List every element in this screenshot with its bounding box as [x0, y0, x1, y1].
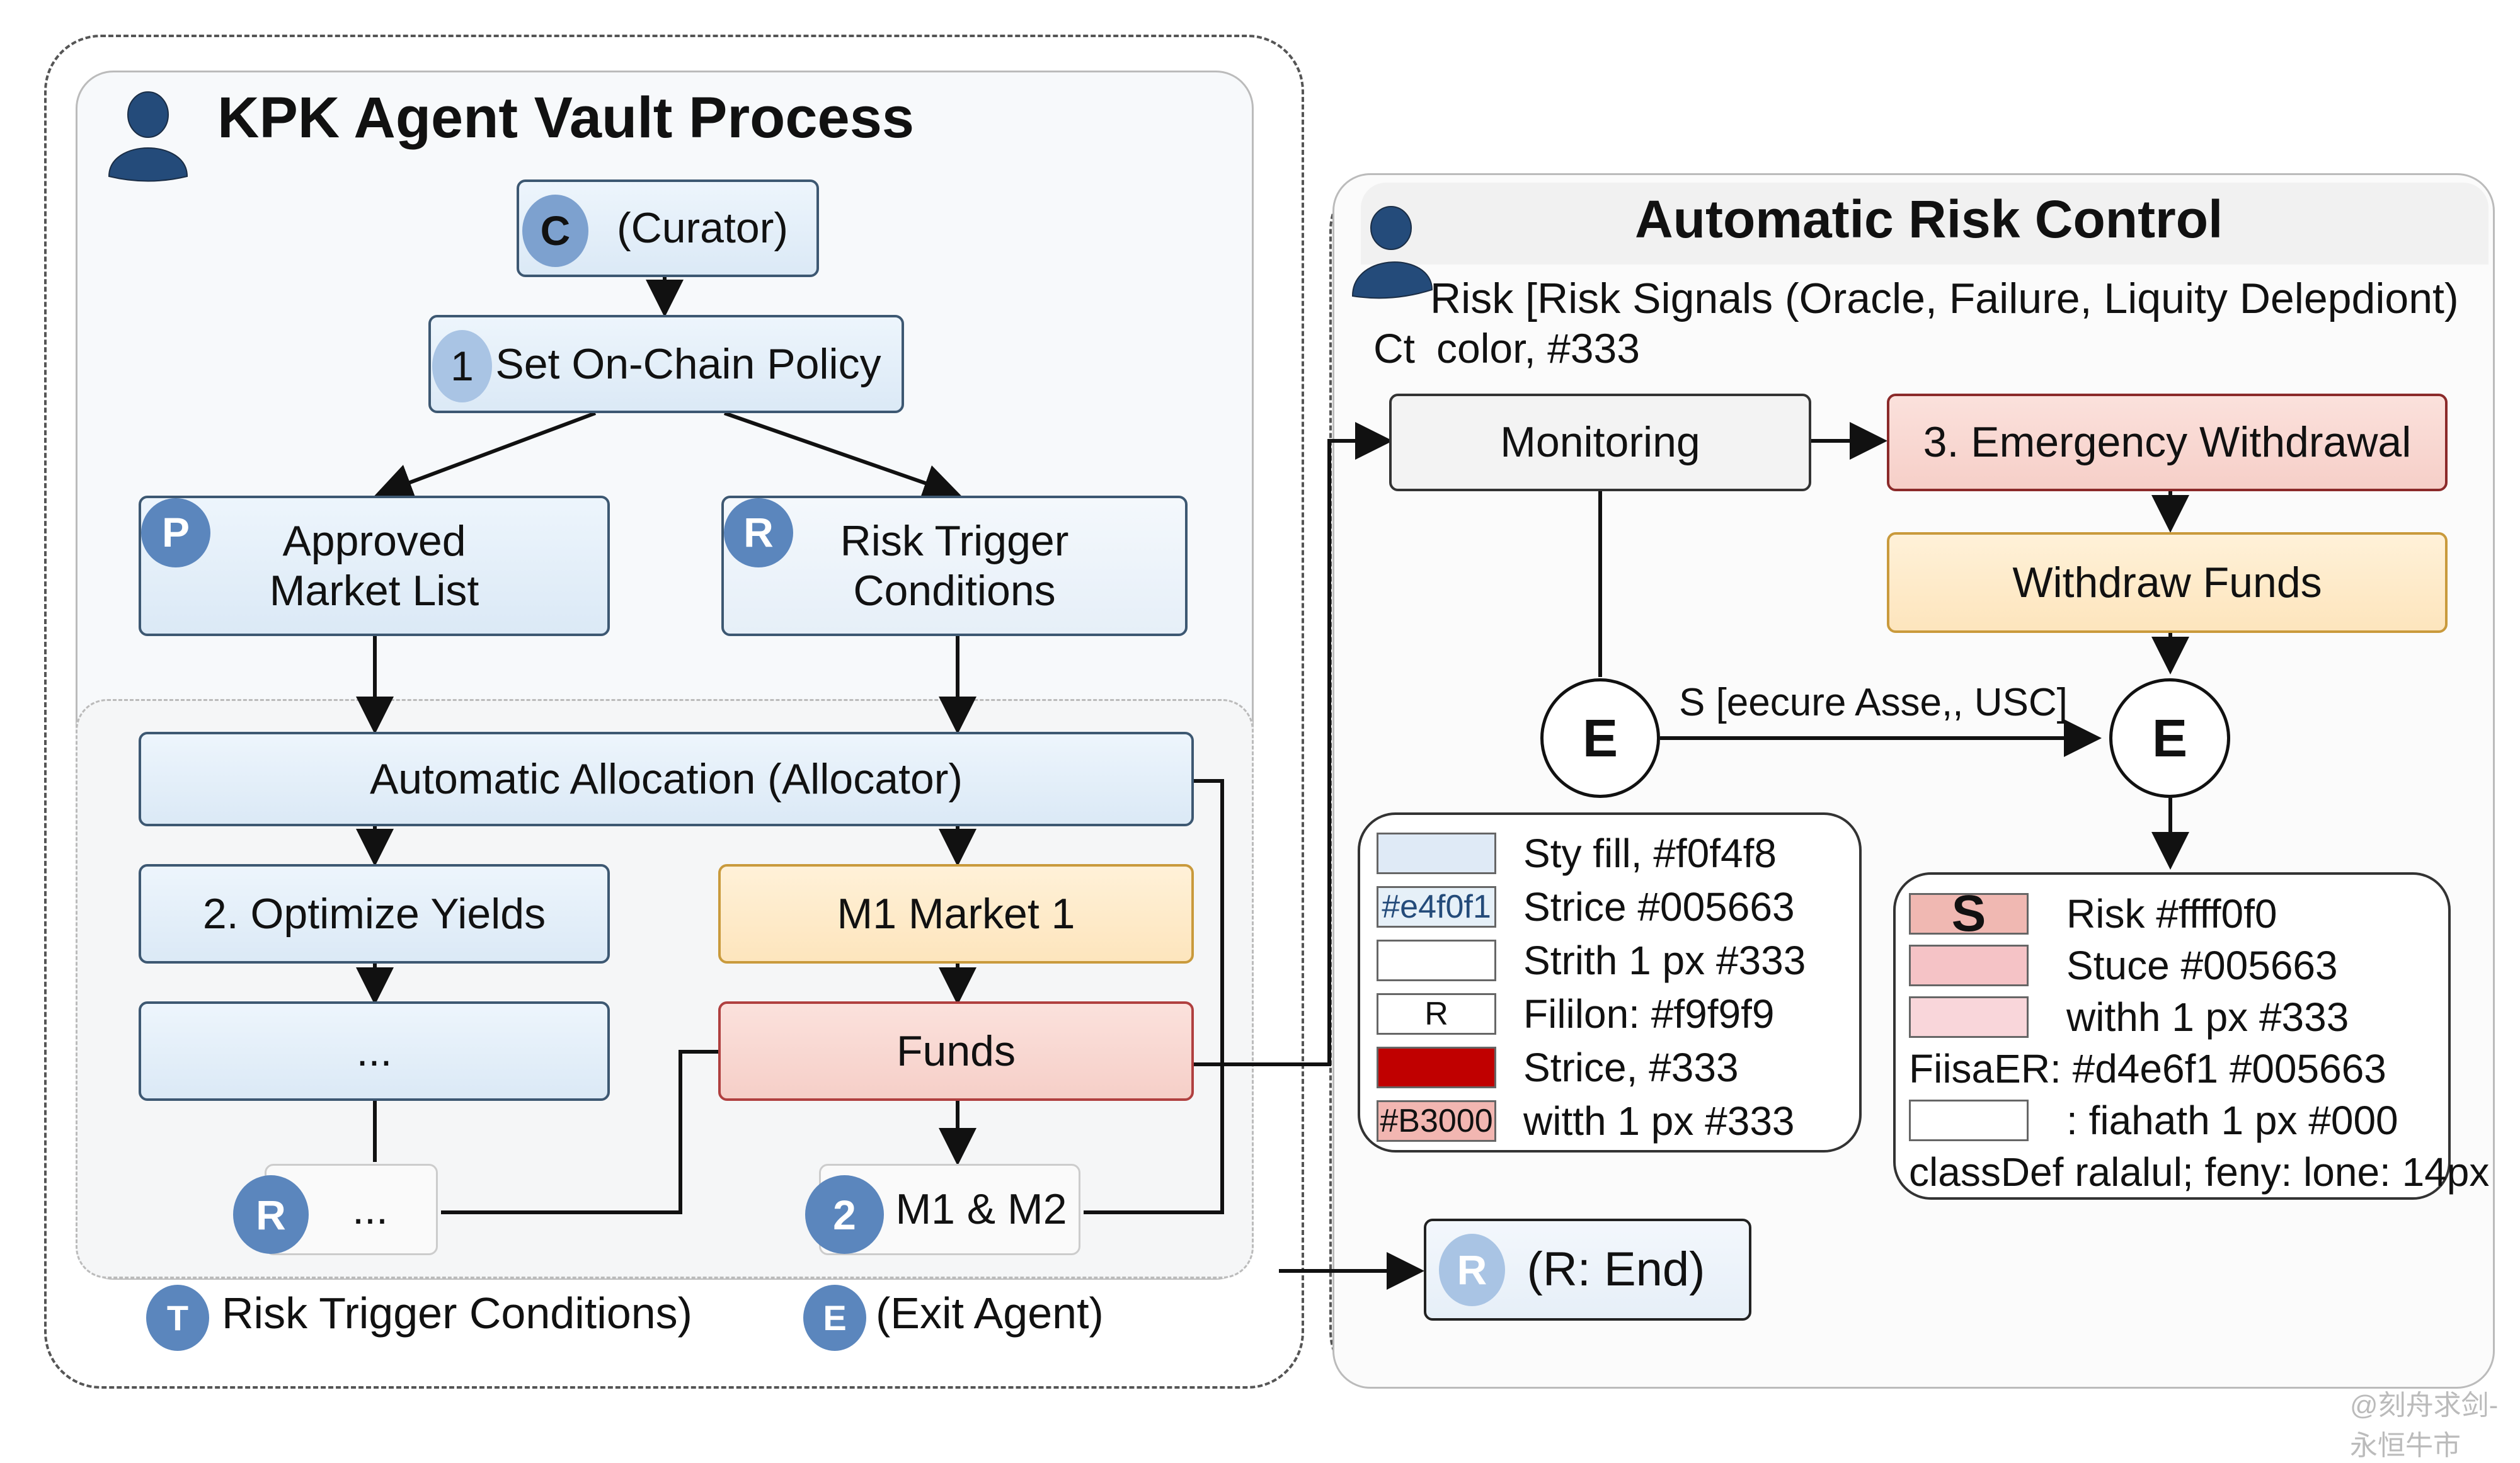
- legend-right-item-label: Risk #ffff0f0: [2066, 891, 2277, 936]
- allocation-label: Automatic Allocation (Allocator): [369, 754, 963, 803]
- ellipsis-label: ...: [356, 1027, 392, 1075]
- curator-label: (Curator): [616, 204, 788, 253]
- optimize-yields-node[interactable]: 2. Optimize Yields: [139, 864, 610, 964]
- m1m2-label: M1 & M2: [895, 1185, 1067, 1234]
- exit-node-right[interactable]: E: [2109, 678, 2230, 798]
- end-badge: R: [1439, 1234, 1505, 1306]
- risk-user-icon: [1351, 206, 1433, 299]
- risk-trigger-label-line1: Risk Trigger: [840, 517, 1069, 566]
- risk-signals-line: Risk [Risk Signals (Oracle, Failure, Liq…: [1430, 275, 2459, 322]
- m1m2-badge: 2: [805, 1175, 884, 1254]
- secure-assets-edge-label: S [eecure Asse,, USC]: [1679, 681, 2068, 724]
- risk-trigger-label-line2: Conditions: [853, 566, 1056, 615]
- legend-left-item-label: Sty fill, #f0f4f8: [1523, 831, 1777, 876]
- legend-left-item-swatch: [1377, 833, 1496, 874]
- monitoring-node[interactable]: Monitoring: [1389, 394, 1811, 491]
- curator-node[interactable]: (Curator) C: [517, 179, 819, 277]
- connector-layer: [356, 277, 2189, 1290]
- policy-node[interactable]: 1 Set On-Chain Policy: [428, 315, 904, 413]
- edge-policy-approved: [374, 411, 597, 501]
- legend-right-item-label: FiisaER: #d4e6f1 #005663: [1909, 1046, 2386, 1091]
- legend-left-item-label: Strice #005663: [1523, 884, 1795, 930]
- market1-label: M1 Market 1: [837, 889, 1075, 938]
- right-panel-title: Automatic Risk Control: [1635, 190, 2223, 249]
- approved-market-list-node[interactable]: P Approved Market List: [139, 496, 610, 636]
- risk-trigger-node[interactable]: R Risk Trigger Conditions: [721, 496, 1188, 636]
- legend-left-item-swatch: #e4f0f1: [1377, 886, 1496, 928]
- r-ellipsis-badge: R: [233, 1175, 309, 1254]
- legend-left-item-swatch: [1377, 940, 1496, 981]
- withdraw-funds-node[interactable]: Withdraw Funds: [1887, 532, 2448, 633]
- policy-label: Set On-Chain Policy: [495, 339, 881, 388]
- optimize-label: 2. Optimize Yields: [202, 889, 546, 938]
- end-node[interactable]: R (R: End): [1424, 1219, 1751, 1321]
- emergency-withdrawal-node[interactable]: 3. Emergency Withdrawal: [1887, 394, 2448, 491]
- legend-left-item-label: Strith 1 px #333: [1523, 938, 1806, 983]
- funds-label: Funds: [896, 1027, 1016, 1075]
- legend-left-item-swatch: [1377, 1047, 1496, 1088]
- end-label: (R: End): [1526, 1243, 1705, 1297]
- legend-left-item-swatch: R: [1377, 993, 1496, 1035]
- legend-right-item-swatch: [1909, 1100, 2029, 1141]
- footer-t-badge: T: [146, 1285, 209, 1351]
- edge-policy-risk: [724, 411, 961, 501]
- left-panel-title: KPK Agent Vault Process: [217, 86, 915, 150]
- edge-r-funds: [441, 1050, 718, 1214]
- legend-left-item-label: Strice, #333: [1523, 1045, 1739, 1090]
- market1-node[interactable]: M1 Market 1: [718, 864, 1194, 964]
- legend-left-item-label: witth 1 px #333: [1523, 1098, 1795, 1144]
- curator-badge: C: [522, 195, 588, 267]
- approved-badge: P: [141, 498, 210, 567]
- ellipsis-node[interactable]: ...: [139, 1001, 610, 1101]
- policy-badge: 1: [432, 330, 492, 402]
- watermark: @刻舟求剑-永恒牛市: [2350, 1390, 2499, 1461]
- edge-allocation-m1m2: [1084, 779, 1224, 1214]
- legend-right-item-swatch: [1909, 996, 2029, 1038]
- legend-left-item-swatch: #B3000: [1377, 1100, 1496, 1142]
- legend-right-item-label: Stuce #005663: [2066, 943, 2338, 988]
- allocation-node[interactable]: Automatic Allocation (Allocator): [139, 732, 1194, 826]
- withdraw-label: Withdraw Funds: [2012, 558, 2322, 606]
- approved-label-line1: Approved: [282, 517, 466, 566]
- approved-label-line2: Market List: [269, 566, 479, 615]
- monitoring-label: Monitoring: [1500, 418, 1700, 467]
- legend-right-item-swatch: [1909, 945, 2029, 986]
- footer-e-label: (Exit Agent): [876, 1289, 1104, 1338]
- left-dashed-frame: [44, 35, 1304, 1389]
- footer-t-label: Risk Trigger Conditions): [222, 1289, 692, 1338]
- r-ellipsis-label: ...: [352, 1185, 388, 1234]
- exit-left-label: E: [1582, 708, 1618, 768]
- risk-trigger-badge: R: [724, 498, 793, 567]
- color-line: color, #333: [1436, 325, 1640, 372]
- legend-right-item-label: withh 1 px #333: [2066, 994, 2349, 1040]
- color-line-prefix: Ct: [1373, 325, 1415, 372]
- edge-funds-monitoring: [1194, 422, 1393, 1066]
- legend-right-item-label: : fiahath 1 px #000: [2066, 1098, 2398, 1143]
- legend-right-item-label: classDef ralalul; feny: lone: 14px: [1909, 1149, 2490, 1195]
- exit-right-label: E: [2151, 708, 2188, 768]
- legend-left-item-label: Fililon: #f9f9f9: [1523, 991, 1775, 1037]
- exit-node-left[interactable]: E: [1540, 678, 1660, 798]
- right-header-band: [1361, 183, 2488, 265]
- footer-e-badge: E: [803, 1285, 866, 1351]
- emergency-label: 3. Emergency Withdrawal: [1923, 418, 2412, 467]
- legend-right-item-swatch: S: [1909, 885, 2029, 942]
- user-icon: [108, 91, 188, 182]
- funds-node[interactable]: Funds: [718, 1001, 1194, 1101]
